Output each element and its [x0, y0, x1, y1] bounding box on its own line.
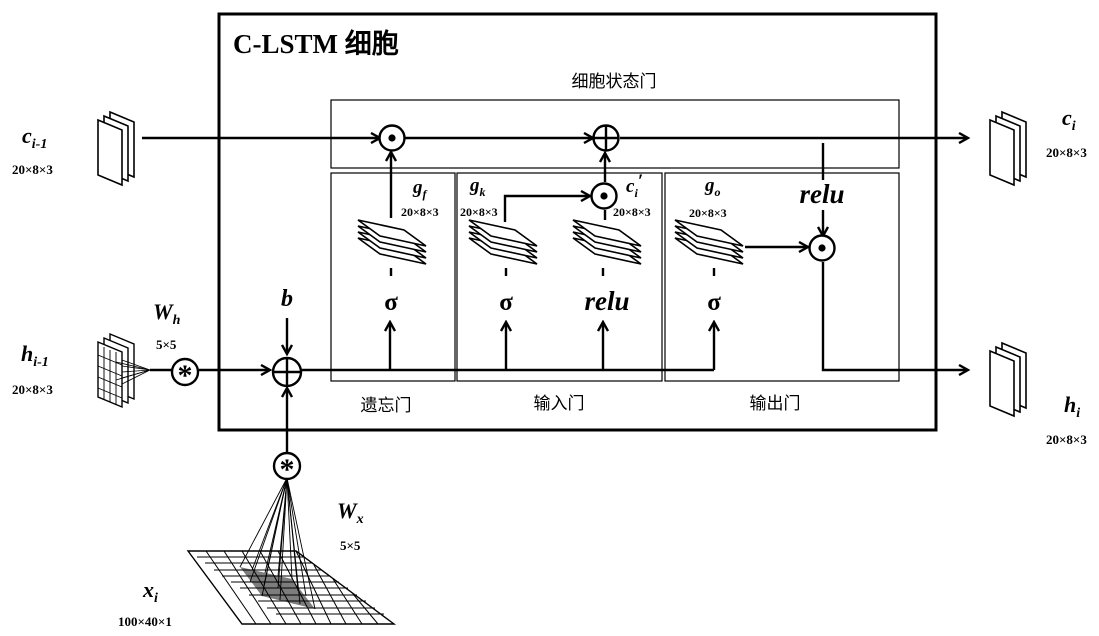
- input-gate-box: [456, 172, 663, 382]
- gf-feature-map-icon: [357, 219, 427, 265]
- c-next-dim: 20×8×3: [1046, 145, 1087, 160]
- svg-text:*: *: [178, 359, 193, 392]
- ci-prime-dim: 20×8×3: [613, 205, 651, 219]
- bias-label: b: [281, 286, 293, 312]
- c-next-feature-map-icon: [989, 110, 1027, 187]
- cell-state-label: 细胞状态门: [572, 72, 657, 92]
- h-next-label: hi: [1064, 392, 1080, 421]
- relu-feature-map-icon: [572, 219, 642, 265]
- forget-multiply-op: [378, 124, 406, 152]
- forget-gate-label: 遗忘门: [361, 396, 412, 416]
- h-prev-dim: 20×8×3: [12, 382, 53, 397]
- c-prev-dim: 20×8×3: [12, 162, 53, 177]
- c-prev-label: ci-1: [22, 123, 47, 152]
- cell-title: C-LSTM 细胞: [233, 28, 399, 59]
- output-relu-label: relu: [799, 179, 844, 209]
- input-conv-op: *: [272, 451, 302, 486]
- x-label: xi: [142, 577, 158, 606]
- gk-label: gk: [469, 175, 486, 199]
- h-prev-feature-map-icon: [97, 332, 151, 409]
- ci-prime-label: ci′: [626, 171, 643, 200]
- hidden-conv-op: *: [170, 357, 200, 392]
- c-next-label: ci: [1062, 105, 1076, 134]
- input-grid-icon: [186, 477, 397, 625]
- input-gate-label: 输入门: [534, 394, 585, 414]
- svg-text:*: *: [280, 453, 295, 486]
- input-multiply-op: [590, 182, 618, 210]
- output-gate-label: 输出门: [750, 394, 801, 414]
- stack-ticks: [389, 268, 716, 276]
- go-feature-map-icon: [674, 219, 744, 265]
- gf-dim: 20×8×3: [401, 205, 439, 219]
- output-multiply-op: [808, 234, 836, 262]
- input-relu-label: relu: [584, 286, 629, 316]
- cell-add-op: [592, 124, 620, 152]
- output-gate-box: [664, 172, 900, 382]
- gf-label: gf: [412, 177, 428, 201]
- x-dim: 100×40×1: [118, 614, 172, 629]
- wx-dim: 5×5: [340, 538, 361, 553]
- cell-box: [217, 12, 938, 432]
- wh-dim: 5×5: [156, 337, 177, 352]
- go-dim: 20×8×3: [689, 206, 727, 220]
- h-prev-label: hi-1: [21, 341, 49, 370]
- input-sigma-label: σ: [499, 289, 513, 316]
- h-next-dim: 20×8×3: [1046, 432, 1087, 447]
- go-label: go: [704, 175, 721, 199]
- h-next-feature-map-icon: [989, 341, 1027, 418]
- wx-label: Wx: [337, 498, 364, 527]
- forget-sigma-label: σ: [384, 289, 398, 316]
- wh-label: Wh: [153, 299, 181, 328]
- cell-state-box: [330, 99, 900, 169]
- gk-dim: 20×8×3: [460, 205, 498, 219]
- output-sigma-label: σ: [707, 289, 721, 316]
- connections: [142, 138, 968, 452]
- preactivation-add-op: [271, 356, 303, 388]
- gk-feature-map-icon: [468, 219, 538, 265]
- c-prev-feature-map-icon: [97, 110, 135, 187]
- forget-gate-box: [330, 172, 456, 382]
